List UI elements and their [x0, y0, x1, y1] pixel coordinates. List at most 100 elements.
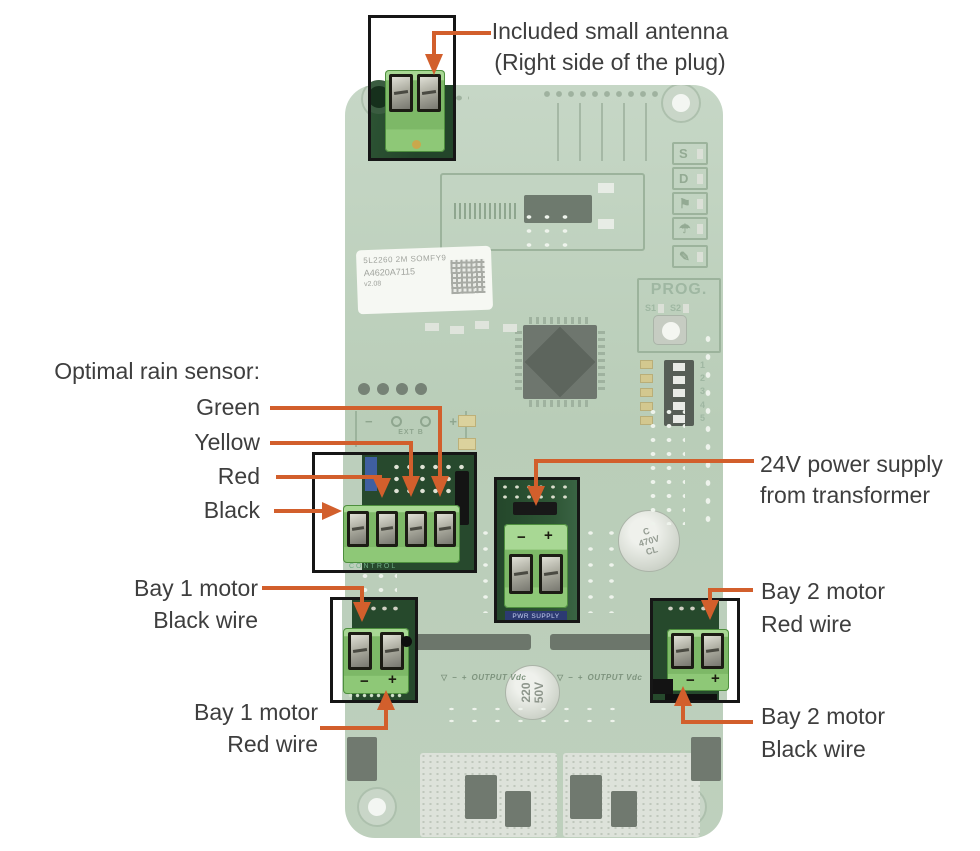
annotation-line: Red wire — [227, 731, 318, 757]
minus-label: − — [686, 672, 695, 689]
power-terminal-block: − + — [504, 524, 568, 608]
cap-value: 220 — [518, 682, 533, 703]
mosfet — [505, 791, 531, 827]
pad-field — [645, 405, 685, 525]
indicator-box-s: S — [672, 142, 708, 165]
wire-label-red: Red — [217, 463, 260, 489]
bay1-highlight-box: − + — [330, 597, 418, 703]
rf-module — [440, 173, 645, 251]
mounting-hole — [359, 789, 395, 825]
led — [697, 252, 703, 262]
led — [658, 304, 665, 314]
plus-label: + — [388, 671, 397, 688]
terminal-screw — [389, 74, 413, 112]
minus-label: − — [360, 673, 369, 690]
black-component — [665, 694, 717, 700]
dip-slider — [673, 389, 685, 397]
annotation-line: Bay 1 motor — [134, 575, 258, 601]
antenna-highlight-box — [368, 15, 456, 161]
led — [697, 199, 703, 209]
led — [640, 374, 653, 383]
chip-pins — [515, 331, 522, 393]
microcontroller-chip — [515, 317, 605, 407]
cap-voltage: 50V — [531, 681, 546, 704]
mosfet — [611, 791, 637, 827]
led — [683, 304, 690, 314]
plus-label: + — [544, 527, 553, 544]
triangle-mark: ▽ — [441, 673, 448, 682]
chip-die — [524, 326, 596, 398]
off-board-area — [333, 600, 342, 700]
chip-pins — [598, 331, 605, 393]
pwr-supply-silkscreen: PWR SUPPLY — [505, 611, 567, 620]
ext-b-label: EXT B — [398, 429, 424, 436]
black-component — [401, 636, 412, 647]
plus-mark: + — [577, 673, 583, 682]
annotation-line: Bay 2 motor — [761, 578, 885, 604]
blue-component — [365, 457, 377, 491]
bay2-black-annotation: Bay 2 motor Black wire — [761, 700, 885, 766]
control-silkscreen: CONTROL — [349, 563, 398, 570]
connector-dots — [358, 383, 427, 395]
mosfet — [465, 775, 497, 819]
rain-sensor-highlight-box: CONTROL — [312, 452, 477, 573]
led — [640, 388, 653, 397]
bay2-terminal-block: − + — [667, 629, 729, 691]
pad-field — [520, 210, 580, 250]
solder-pad — [598, 219, 614, 229]
indicator-box-key: ✎ — [672, 245, 708, 268]
solder-pad-row — [541, 88, 663, 100]
solder-pad — [598, 183, 614, 193]
plus-mark: + — [461, 673, 467, 682]
bay2-red-annotation: Bay 2 motor Red wire — [761, 575, 885, 641]
prog-button — [653, 315, 687, 345]
power-highlight-box: − + PWR SUPPLY — [494, 477, 580, 623]
terminal-screw — [376, 511, 398, 547]
black-component — [653, 679, 673, 694]
bay2-highlight-box: − + — [650, 598, 740, 703]
minus-label: − — [517, 529, 526, 546]
ext-plus: + — [449, 414, 457, 429]
power-annotation: 24V power supply from transformer — [760, 449, 943, 511]
rear-connector — [550, 634, 678, 650]
indicator-box-d: D — [672, 167, 708, 190]
wind-sensor-icon: ⚑ — [679, 196, 691, 211]
triangle-mark: ▽ — [557, 673, 564, 682]
gold-pad — [412, 140, 421, 149]
terminal-screw — [539, 554, 563, 594]
annotation-line: Bay 2 motor — [761, 703, 885, 729]
terminal-screw — [405, 511, 427, 547]
wire-label-black: Black — [203, 497, 260, 523]
dip-slider — [673, 363, 685, 371]
led — [697, 174, 703, 184]
output-silkscreen: ▽ − + OUTPUT Vdc — [557, 673, 642, 682]
led — [697, 224, 703, 234]
rear-connector — [403, 634, 531, 650]
output-label: OUTPUT Vdc — [587, 673, 643, 682]
terminal-screw — [380, 632, 404, 670]
rf-hatch-pattern — [454, 203, 516, 219]
bay1-black-annotation: Bay 1 motor Black wire — [40, 572, 258, 636]
solder-pad-grid — [665, 604, 711, 614]
qr-code — [450, 258, 486, 295]
annotation-line: (Right side of the plug) — [494, 49, 726, 75]
led — [640, 360, 653, 369]
mosfet — [570, 775, 602, 819]
pad-field — [440, 703, 620, 731]
off-board-area — [727, 601, 737, 700]
chip-pins — [529, 317, 591, 324]
prog-label: PROG. — [650, 281, 708, 298]
annotation-line: from transformer — [760, 482, 930, 508]
rain-sensor-terminal-block — [343, 505, 460, 563]
annotation-line: Black wire — [153, 607, 258, 633]
terminal-screw — [509, 554, 533, 594]
mosfet — [347, 737, 377, 781]
terminal-screw — [417, 74, 441, 112]
ext-minus: − — [365, 414, 373, 429]
annotation-line: Included small antenna — [491, 18, 729, 44]
antenna-terminal-block — [385, 70, 445, 152]
ext-b-silkscreen: − + EXT B — [355, 411, 467, 447]
antenna-annotation: Included small antenna (Right side of th… — [455, 16, 765, 78]
